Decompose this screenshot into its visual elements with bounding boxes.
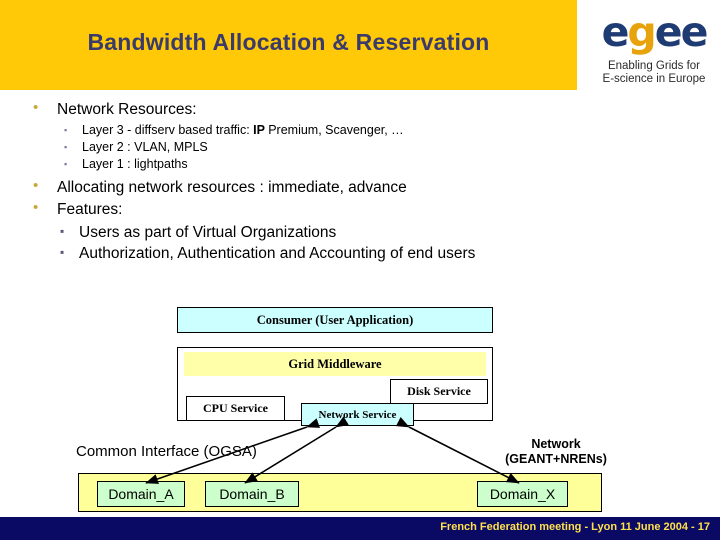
layer3-post: Premium, Scavenger, …: [268, 123, 404, 137]
grid-middleware-band: Grid Middleware: [184, 352, 486, 376]
bullet-layer2: Layer 2 : VLAN, MPLS: [0, 139, 600, 156]
egee-tagline: Enabling Grids for E-science in Europe: [592, 60, 716, 86]
logo-letter-e1: e: [601, 8, 630, 56]
bullet-layer3: Layer 3 - diffserv based traffic: IP Pre…: [0, 122, 600, 139]
egee-logo: egee Enabling Grids for E-science in Eur…: [592, 12, 716, 86]
common-interface-label: Common Interface (OGSA): [76, 443, 257, 460]
domain-x-box: Domain_X: [477, 481, 568, 507]
bullet-features: Features:: [0, 198, 600, 220]
egee-tagline-line2: E-science in Europe: [602, 72, 706, 85]
bullet-network-resources: Network Resources:: [0, 98, 600, 120]
footer-bar: [0, 517, 720, 540]
logo-letter-ee: ee: [654, 8, 709, 56]
domain-a-box: Domain_A: [97, 481, 185, 507]
bullet-list: Network Resources: Layer 3 - diffserv ba…: [0, 98, 600, 264]
egee-wordmark: egee: [592, 12, 716, 56]
domain-b-box: Domain_B: [205, 481, 299, 507]
network-caption-line1: Network: [531, 437, 581, 451]
layer3-pre: Layer 3 - diffserv based traffic:: [82, 123, 254, 137]
header-bar: [0, 0, 577, 90]
bullet-users-vo: Users as part of Virtual Organizations: [0, 221, 600, 243]
network-caption: Network (GEANT+NRENs): [486, 437, 626, 467]
bullet-aaa: Authorization, Authentication and Accoun…: [0, 242, 600, 264]
footer-text: French Federation meeting - Lyon 11 June…: [440, 521, 710, 533]
logo-letter-g: g: [627, 8, 656, 56]
bullet-allocating: Allocating network resources : immediate…: [0, 176, 600, 198]
network-caption-line2: (GEANT+NRENs): [505, 452, 607, 466]
bullet-layer1: Layer 1 : lightpaths: [0, 156, 600, 173]
egee-tagline-line1: Enabling Grids for: [607, 60, 701, 72]
disk-service-box: Disk Service: [390, 379, 488, 404]
consumer-box: Consumer (User Application): [177, 307, 493, 333]
layer3-bold: IP: [253, 123, 269, 137]
page-title: Bandwidth Allocation & Reservation: [87, 29, 490, 55]
cpu-service-box: CPU Service: [186, 396, 285, 421]
network-service-box: Network Service: [301, 403, 414, 426]
